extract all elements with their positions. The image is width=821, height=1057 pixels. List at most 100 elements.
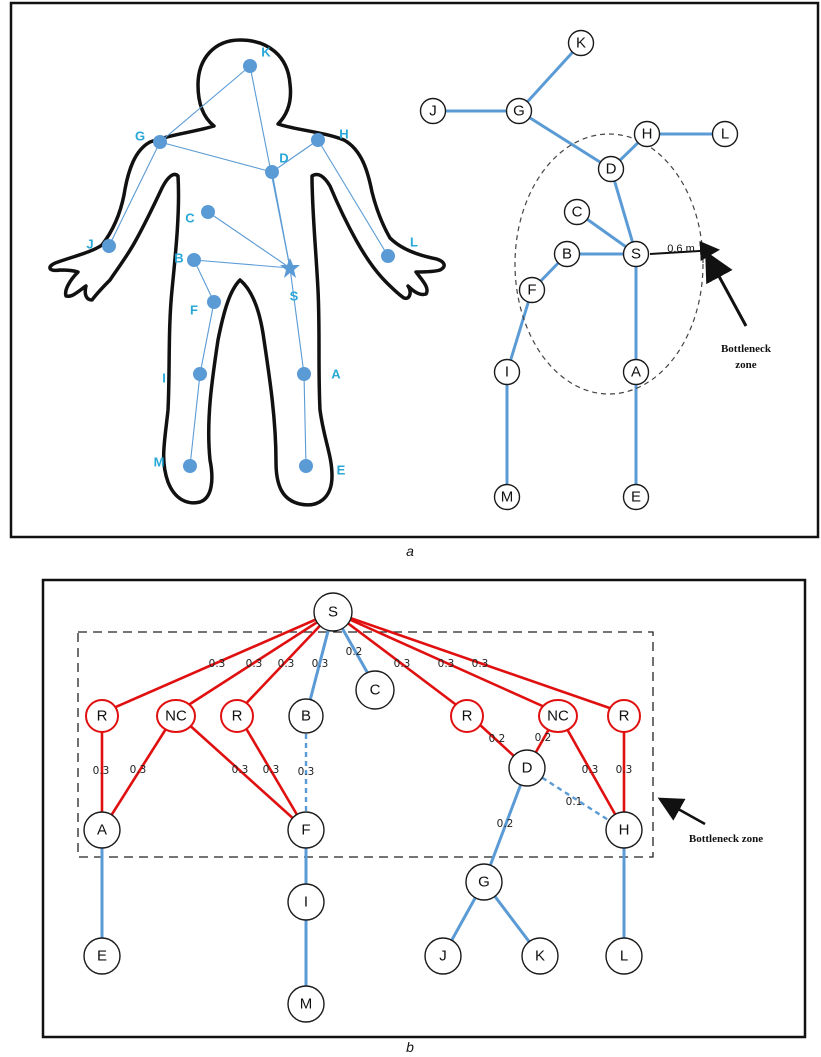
svg-text:M: M	[300, 996, 313, 1013]
panel-b: 0.3 0.3 0.3 0.3 0.2 0.3 0.3 0.3 0.3 0.3 …	[43, 580, 805, 1037]
svg-text:E: E	[631, 489, 641, 506]
svg-text:R: R	[232, 708, 243, 725]
body-silhouette	[50, 40, 444, 505]
weight-nc2-h: 0.3	[582, 764, 599, 776]
tree-node-b: B	[555, 242, 580, 267]
tree-node-h: H	[635, 122, 660, 147]
node-r-4: R	[608, 700, 640, 732]
tree-node-f: F	[520, 278, 545, 303]
node-d: D	[509, 750, 545, 786]
distance-label: 0.6 m	[667, 243, 695, 255]
svg-text:S: S	[631, 246, 641, 263]
svg-text:F: F	[301, 822, 310, 839]
svg-text:C: C	[370, 682, 381, 699]
svg-text:H: H	[619, 822, 630, 839]
svg-text:A: A	[331, 367, 341, 382]
node-c: C	[356, 671, 394, 709]
svg-text:E: E	[97, 948, 107, 965]
svg-text:J: J	[439, 948, 447, 965]
svg-text:G: G	[478, 874, 490, 891]
svg-text:B: B	[174, 251, 183, 266]
svg-text:B: B	[562, 246, 572, 263]
bottleneck-rect	[78, 632, 653, 857]
svg-text:J: J	[429, 103, 437, 120]
svg-text:C: C	[185, 211, 195, 226]
svg-text:K: K	[261, 45, 271, 60]
tree-node-e: E	[624, 485, 649, 510]
sensor-dot-e	[299, 459, 313, 473]
svg-text:NC: NC	[165, 708, 187, 725]
sensor-dot-d	[265, 165, 279, 179]
svg-text:D: D	[606, 161, 617, 178]
sensor-dot-h	[311, 133, 325, 147]
bottleneck-arrow-b	[662, 800, 705, 824]
weight-r3-d: 0.2	[489, 733, 506, 745]
node-g: G	[466, 864, 502, 900]
svg-text:L: L	[721, 126, 729, 143]
node-nc-2: NC	[539, 700, 577, 732]
weight-nc2-d: 0.2	[535, 732, 552, 744]
svg-text:NC: NC	[547, 708, 569, 725]
svg-text:K: K	[576, 35, 586, 52]
sensor-dot-i	[193, 367, 207, 381]
tree-node-s: S	[624, 242, 649, 267]
svg-text:M: M	[501, 489, 514, 506]
svg-text:D: D	[522, 760, 533, 777]
sensor-dot-g	[153, 135, 167, 149]
weight-nc1-f: 0.3	[232, 764, 249, 776]
weight-s-r4: 0.3	[472, 658, 489, 670]
svg-text:A: A	[97, 822, 107, 839]
svg-text:H: H	[642, 126, 653, 143]
node-h: H	[606, 812, 642, 848]
weight-d-g: 0.2	[497, 818, 514, 830]
svg-text:H: H	[339, 127, 348, 142]
bottleneck-label-a-line2: zone	[735, 359, 757, 371]
svg-text:I: I	[162, 371, 166, 386]
svg-text:M: M	[154, 455, 165, 470]
node-e: E	[84, 938, 120, 974]
weight-s-c: 0.2	[346, 646, 363, 658]
tree-node-d: D	[599, 157, 624, 182]
svg-text:C: C	[572, 204, 583, 221]
node-s: S	[314, 593, 352, 631]
svg-text:S: S	[328, 604, 338, 621]
svg-text:F: F	[190, 303, 198, 318]
tree-node-j: J	[421, 99, 446, 124]
sensor-dot-c	[201, 205, 215, 219]
tree-node-c: C	[565, 200, 590, 225]
svg-text:L: L	[620, 948, 628, 965]
svg-text:R: R	[619, 708, 630, 725]
node-j: J	[425, 938, 461, 974]
svg-text:E: E	[337, 463, 346, 478]
node-i: I	[288, 884, 324, 920]
weight-s-r2: 0.3	[278, 658, 295, 670]
node-m: M	[288, 986, 324, 1022]
weight-d-h: 0.1	[566, 796, 583, 808]
sensor-dot-m	[183, 459, 197, 473]
svg-text:I: I	[505, 364, 509, 381]
sensor-dot-j	[102, 239, 116, 253]
svg-text:S: S	[290, 289, 299, 304]
bottleneck-label-b: Bottleneck zone	[689, 833, 763, 845]
svg-text:G: G	[513, 103, 525, 120]
node-r-2: R	[221, 700, 253, 732]
tree-a-nodes: K J G H L D C B S F I A M E	[421, 31, 738, 510]
svg-text:A: A	[631, 364, 641, 381]
node-f: F	[288, 812, 324, 848]
weight-s-b: 0.3	[312, 658, 329, 670]
svg-text:K: K	[535, 948, 545, 965]
weight-r4-h: 0.3	[616, 764, 633, 776]
weight-s-nc2: 0.3	[438, 658, 455, 670]
sensor-dot-b	[187, 253, 201, 267]
edge-weights: 0.3 0.3 0.3 0.3 0.2 0.3 0.3 0.3 0.3 0.3 …	[93, 646, 633, 830]
tree-node-m: M	[495, 485, 520, 510]
node-l: L	[606, 938, 642, 974]
tree-node-a: A	[624, 360, 649, 385]
tree-node-l: L	[713, 122, 738, 147]
node-k: K	[522, 938, 558, 974]
tree-node-k: K	[569, 31, 594, 56]
sensor-dot-a	[297, 367, 311, 381]
node-nc-1: NC	[157, 700, 195, 732]
node-b: B	[289, 699, 323, 733]
